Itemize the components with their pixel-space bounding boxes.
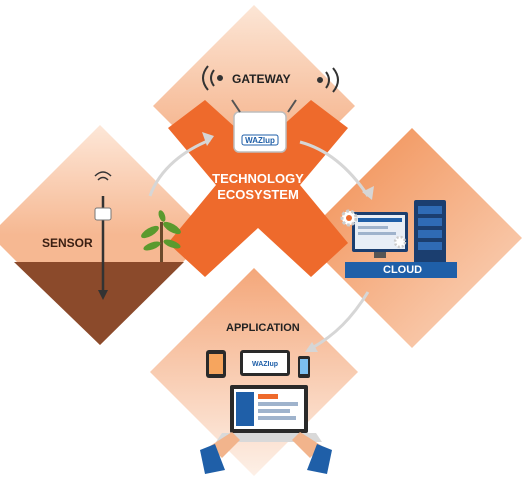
hands-icon [200, 432, 332, 474]
arrow-cloud-to-application [311, 291, 370, 350]
gear-icon [393, 235, 407, 249]
sensor-probe [94, 196, 112, 300]
cloud-label: CLOUD [383, 264, 423, 276]
sensor-panel [0, 125, 210, 345]
tablet-icon [206, 350, 226, 378]
cycle-arrows [148, 138, 370, 350]
server-icon [414, 200, 446, 266]
arrow-icon [202, 132, 214, 146]
cloud-monitor [352, 212, 408, 258]
wifi-icon [94, 171, 112, 181]
sensor-label: SENSOR [42, 236, 93, 250]
arrow-sensor-to-gateway [148, 138, 211, 197]
center-title-line2: ECOSYSTEM [217, 187, 299, 202]
application-label: APPLICATION [226, 322, 300, 334]
gateway-device [231, 99, 297, 153]
wifi-icon [317, 67, 339, 93]
arrow-icon [305, 342, 318, 352]
wifi-icon [202, 65, 223, 91]
arrow-icon [362, 186, 374, 200]
phone-icon [298, 356, 310, 378]
center-title-line1: TECHNOLOGY [212, 171, 304, 186]
plant-icon [141, 210, 181, 262]
cloud-label-bar [345, 262, 457, 278]
center-title: TECHNOLOGY ECOSYSTEM [198, 171, 318, 203]
waziup-logo: WAZIup [245, 136, 275, 145]
gear-icon [340, 209, 358, 227]
waziup-logo-small: WAZIup [252, 361, 278, 368]
application-dashboard [240, 350, 290, 376]
gateway-label: GATEWAY [232, 72, 291, 86]
laptop-icon [216, 385, 322, 442]
arrow-gateway-to-cloud [299, 140, 370, 197]
